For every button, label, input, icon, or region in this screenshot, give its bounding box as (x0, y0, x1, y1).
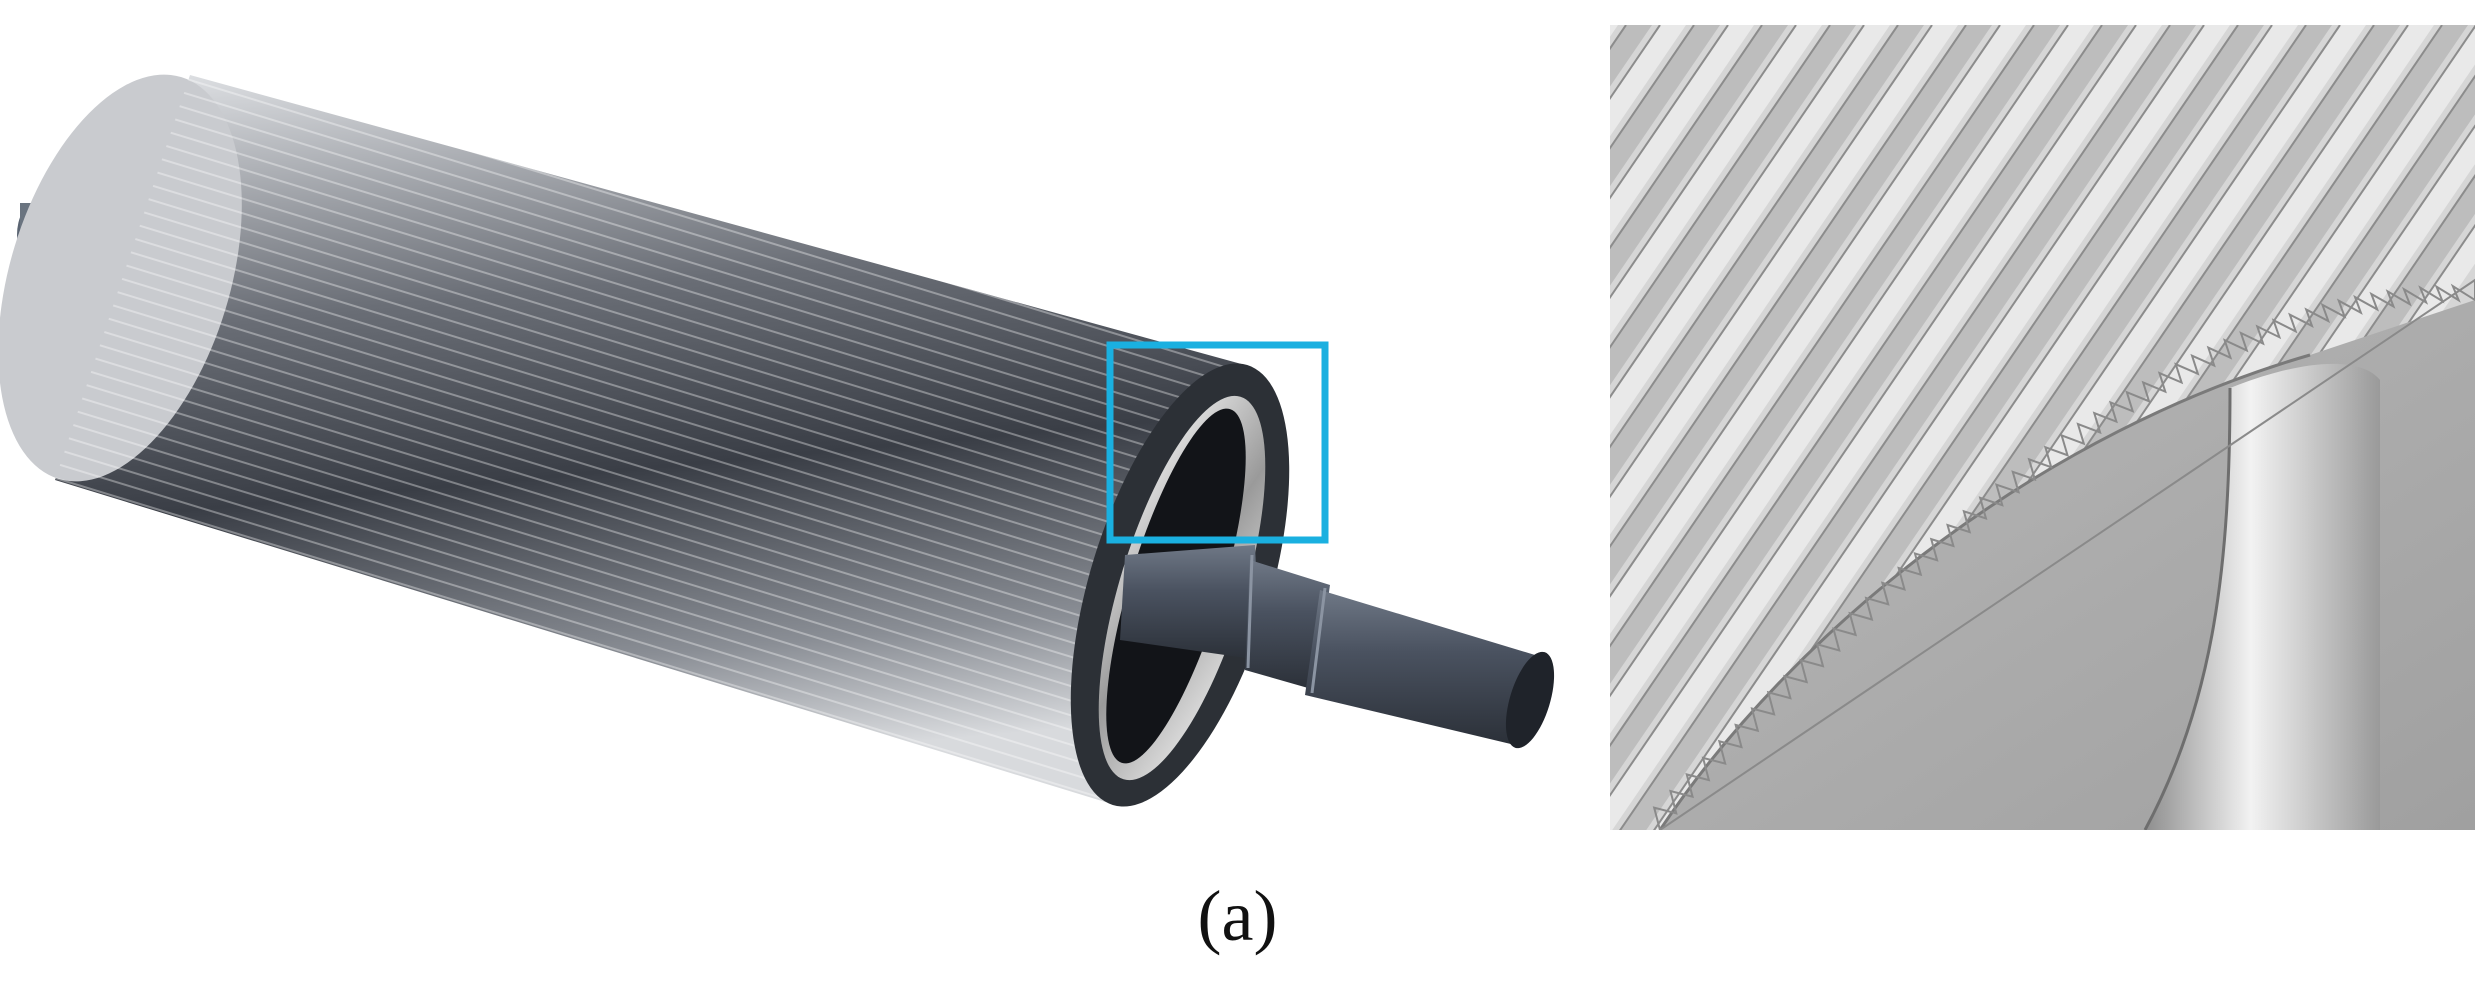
tooth-edge-line (1610, 25, 1899, 449)
roller-body (0, 74, 1290, 807)
serrated-edge (1652, 278, 2475, 830)
tooth-stripe (1610, 25, 2162, 830)
tooth-stripe (1610, 25, 1686, 137)
tooth-stripe (1610, 25, 1856, 386)
tooth-stripe (1610, 25, 1788, 286)
tooth-stripe (1610, 25, 2026, 635)
tooth-stripe (1610, 25, 2060, 684)
tooth-stripe (1610, 25, 1822, 336)
tooth-stripe (1610, 25, 1890, 435)
tooth-detail-panel (1610, 25, 2475, 830)
tooth-edge-line (1610, 25, 1797, 300)
tooth-edge-line (1610, 25, 2069, 698)
tooth-edge-line (1610, 25, 1865, 399)
figure-caption: (a) (1197, 876, 1278, 956)
tooth-edge-line (1610, 25, 1763, 250)
tooth-edge-line (1610, 25, 1967, 549)
tooth-stripe (1620, 25, 2196, 830)
roller-shaft (1120, 545, 1555, 749)
tooth-edge-line (1610, 25, 2001, 598)
tooth-stripe (1610, 25, 1720, 187)
tooth-stripe (1654, 25, 2230, 830)
tooth-stripe (1610, 25, 2128, 784)
tooth-edge-line (1610, 25, 2035, 648)
tooth-stripe (1610, 25, 1958, 535)
tooth-edge-line (1610, 25, 1831, 349)
tooth-stripe (1610, 25, 1754, 236)
tooth-stripe (1610, 25, 2094, 734)
highlight-box (1106, 341, 1329, 544)
tooth-stripe (1610, 25, 1924, 485)
tooth-edge-line (1610, 25, 2103, 748)
tooth-edge-line (1610, 25, 1933, 499)
roller-overview-panel (0, 74, 1555, 807)
tooth-stripe (1610, 25, 1652, 87)
tooth-stripe (1610, 25, 1992, 585)
tooth-edge-line (1653, 25, 2205, 830)
tooth-stripe (1688, 25, 2264, 830)
tooth-edge-line (1610, 25, 1729, 200)
tooth-edge-line (1619, 25, 2171, 830)
tooth-stripe (1610, 25, 1618, 37)
tooth-edge-line (1610, 25, 2137, 797)
